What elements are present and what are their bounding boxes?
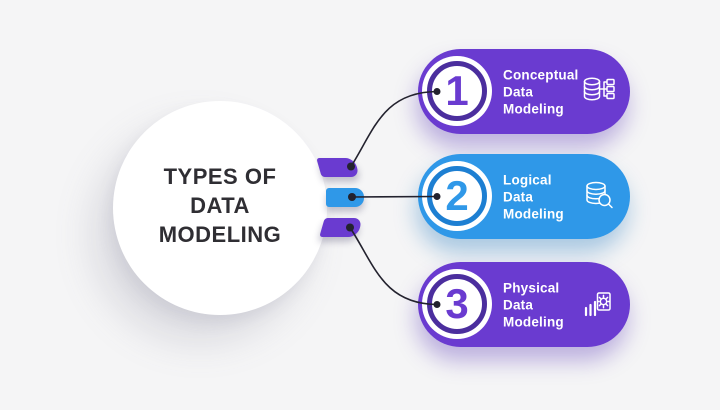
item-label-line: Conceptual	[503, 67, 579, 82]
number-ring-1: 1	[427, 61, 487, 121]
item-label-line: Modeling	[503, 101, 564, 116]
item-label: Physical Data Modeling	[503, 279, 564, 330]
title-circle: TYPES OF DATA MODELING	[113, 101, 327, 315]
item-label-line: Modeling	[503, 314, 564, 329]
item-pill-physical: 3 Physical Data Modeling	[418, 262, 630, 347]
number-badge-2: 2	[422, 161, 492, 231]
ribbon-tab-2	[326, 188, 364, 207]
item-label-line: Physical	[503, 280, 560, 295]
item-label: Conceptual Data Modeling	[503, 66, 579, 117]
item-pill-conceptual: 1 Conceptual Data Modeling	[418, 49, 630, 134]
database-schema-icon	[581, 73, 617, 109]
number-ring-3: 3	[427, 274, 487, 334]
item-pill-logical: 2 Logical Data Modeling	[418, 154, 630, 239]
number-badge-3: 3	[422, 269, 492, 339]
item-number: 1	[445, 67, 469, 114]
item-label-line: Data	[503, 84, 534, 99]
item-number: 2	[445, 172, 469, 219]
title-line-3: MODELING	[158, 221, 282, 247]
number-badge-1: 1	[422, 56, 492, 126]
item-label-line: Data	[503, 297, 534, 312]
ribbon-tab-3	[319, 218, 363, 237]
item-label: Logical Data Modeling	[503, 171, 564, 222]
chart-gear-icon	[581, 286, 617, 322]
title-line-1: TYPES OF	[163, 163, 277, 189]
title-line-2: DATA	[190, 192, 250, 218]
item-label-line: Data	[503, 189, 534, 204]
item-label-line: Logical	[503, 172, 552, 187]
ribbon-tab-1	[316, 158, 360, 177]
database-search-icon	[581, 178, 617, 214]
item-label-line: Modeling	[503, 206, 564, 221]
item-number: 3	[445, 280, 469, 327]
page-title: TYPES OF DATA MODELING	[159, 162, 282, 255]
number-ring-2: 2	[427, 166, 487, 226]
